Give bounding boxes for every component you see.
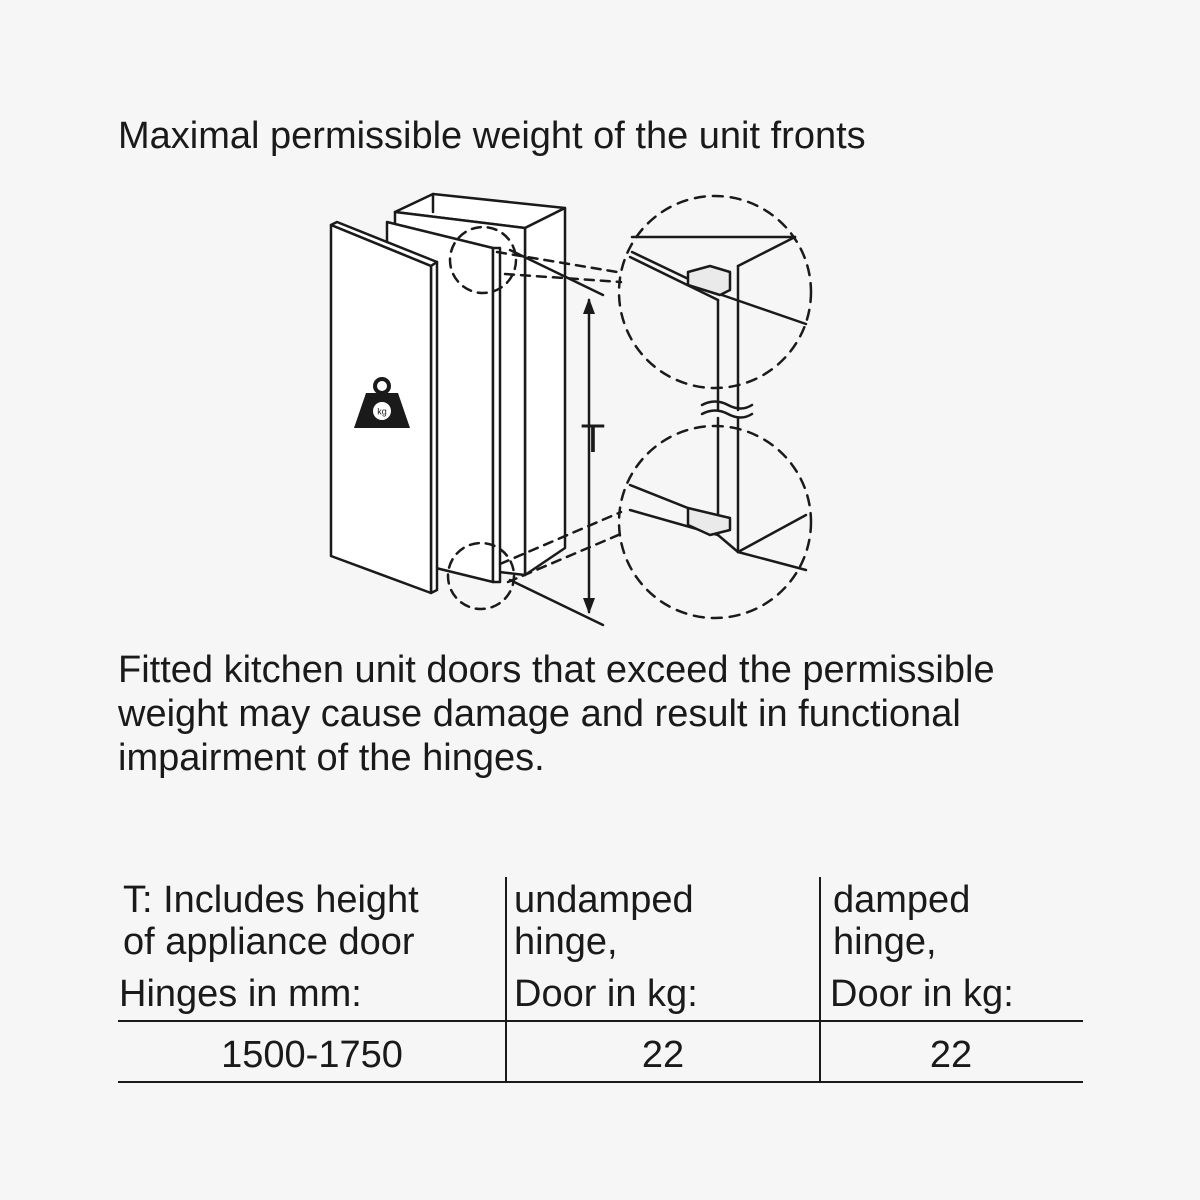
header-col3-line3: Door in kg: <box>830 973 1014 1015</box>
installation-diagram: kg T <box>329 192 813 627</box>
header-col1-line3: Hinges in mm: <box>119 973 362 1015</box>
break-symbol <box>700 400 754 419</box>
header-col1-line2: of appliance door <box>123 921 415 963</box>
warning-line: impairment of the hinges. <box>118 737 545 779</box>
header-col2-line3: Door in kg: <box>514 973 698 1015</box>
table-rule-bottom <box>118 1081 1083 1083</box>
dimension-arrow <box>508 248 605 627</box>
weight-icon <box>354 377 410 428</box>
dimension-label: T <box>581 417 605 461</box>
cell-undamped-kg: 22 <box>641 1034 685 1076</box>
header-col2-line1: undamped <box>514 879 694 921</box>
upper-hinge-detail <box>617 194 813 412</box>
weight-icon-label: kg <box>377 407 387 417</box>
table-divider-2 <box>819 877 821 1082</box>
lower-hinge-detail <box>617 416 813 620</box>
warning-text: Fitted kitchen unit doors that exceed th… <box>118 648 1118 780</box>
cell-hinges-mm: 1500-1750 <box>221 1034 403 1076</box>
warning-line: Fitted kitchen unit doors that exceed th… <box>118 649 995 691</box>
table-divider-1 <box>505 877 507 1082</box>
page-title: Maximal permissible weight of the unit f… <box>118 115 866 157</box>
cell-damped-kg: 22 <box>929 1034 973 1076</box>
header-col3-line1: damped <box>833 879 971 921</box>
header-col1-line1: T: Includes height <box>123 879 419 921</box>
detail-markers <box>446 225 625 611</box>
header-col2-line2: hinge, <box>514 921 618 963</box>
warning-line: weight may cause damage and result in fu… <box>118 693 961 735</box>
table-rule-header <box>118 1020 1083 1022</box>
header-col3-line2: hinge, <box>833 921 937 963</box>
